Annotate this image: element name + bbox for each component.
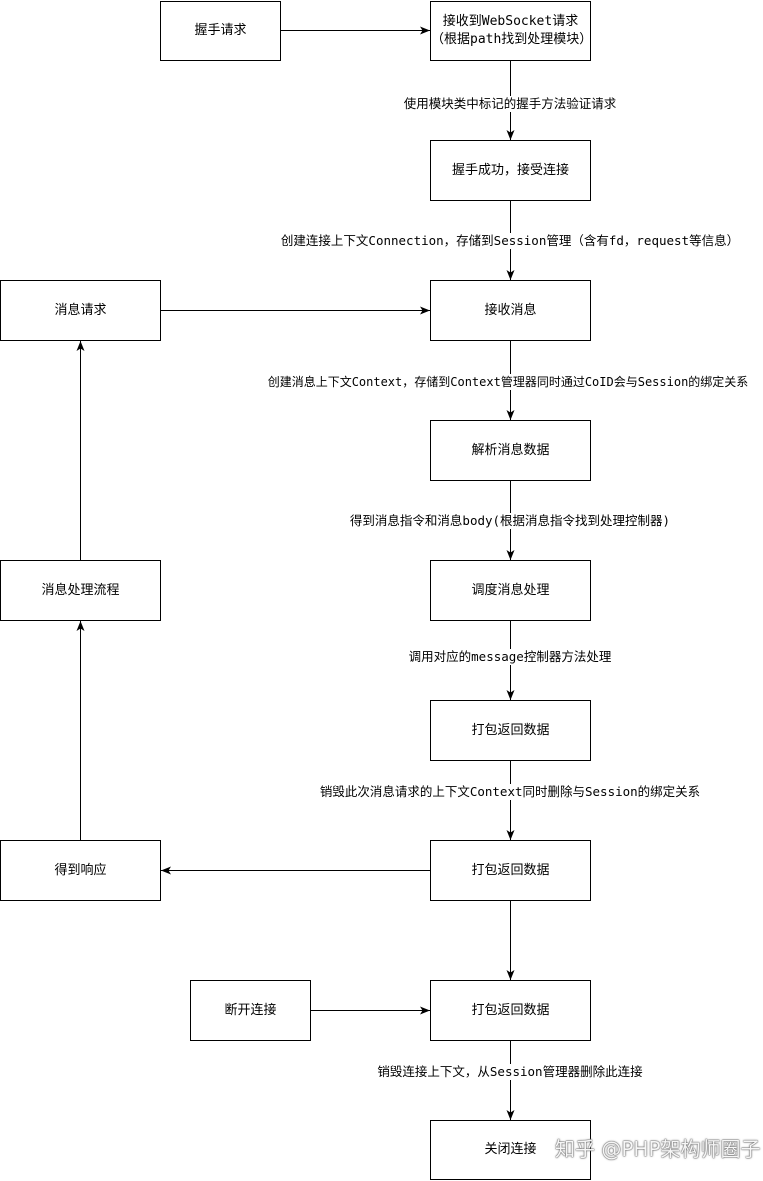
edge-label-destroy-connection: 销毁连接上下文，从Session管理器删除此连接	[376, 1064, 644, 1080]
node-pack-data-2: 打包返回数据	[430, 840, 591, 901]
edge-label-create-connection: 创建连接上下文Connection，存储到Session管理（含有fd，requ…	[279, 233, 741, 249]
node-handshake-success: 握手成功，接受连接	[430, 140, 591, 201]
node-message-request-text: 消息请求	[54, 302, 107, 318]
node-receive-message-text: 接收消息	[484, 302, 537, 318]
node-parse-message: 解析消息数据	[430, 420, 591, 481]
node-message-request: 消息请求	[0, 280, 161, 341]
node-close-connection-text: 关闭连接	[484, 1142, 537, 1157]
node-get-response: 得到响应	[0, 840, 161, 901]
node-disconnect-text: 断开连接	[224, 1002, 277, 1018]
node-receive-websocket-text-line2: （根据path找到处理模块）	[431, 32, 593, 47]
edge-label-create-context: 创建消息上下文Context，存储到Context管理器同时通过CoID会与Se…	[266, 374, 750, 390]
node-parse-message-text: 解析消息数据	[471, 442, 550, 458]
node-disconnect: 断开连接	[190, 980, 311, 1041]
node-pack-data-1: 打包返回数据	[430, 700, 591, 761]
node-handshake-request-text: 握手请求	[194, 23, 247, 38]
node-message-flow: 消息处理流程	[0, 560, 161, 621]
node-get-response-text: 得到响应	[54, 862, 107, 878]
node-receive-websocket-request: 接收到WebSocket请求 （根据path找到处理模块）	[430, 1, 593, 61]
node-receive-message: 接收消息	[430, 280, 591, 341]
node-receive-websocket-text-line1: 接收到WebSocket请求	[442, 14, 579, 29]
node-pack-data-3-text: 打包返回数据	[471, 1002, 550, 1018]
edge-label-destroy-context: 销毁此次消息请求的上下文Context同时删除与Session的绑定关系	[318, 784, 702, 800]
edge-label-verify-handshake: 使用模块类中标记的握手方法验证请求	[402, 96, 618, 112]
node-message-flow-text: 消息处理流程	[41, 582, 120, 598]
edge-label-call-controller: 调用对应的message控制器方法处理	[407, 649, 613, 665]
node-dispatch-message: 调度消息处理	[430, 560, 591, 621]
node-handshake-success-text: 握手成功，接受连接	[451, 162, 569, 178]
watermark: 知乎 @PHP架构师圈子	[555, 1137, 761, 1161]
node-pack-data-1-text: 打包返回数据	[471, 722, 550, 738]
node-handshake-request: 握手请求	[160, 1, 281, 61]
node-pack-data-2-text: 打包返回数据	[471, 862, 550, 878]
edge-label-get-command: 得到消息指令和消息body(根据消息指令找到处理控制器)	[348, 513, 672, 529]
node-close-connection: 关闭连接	[430, 1120, 591, 1180]
node-pack-data-3: 打包返回数据	[430, 980, 591, 1041]
node-dispatch-message-text: 调度消息处理	[471, 582, 550, 598]
